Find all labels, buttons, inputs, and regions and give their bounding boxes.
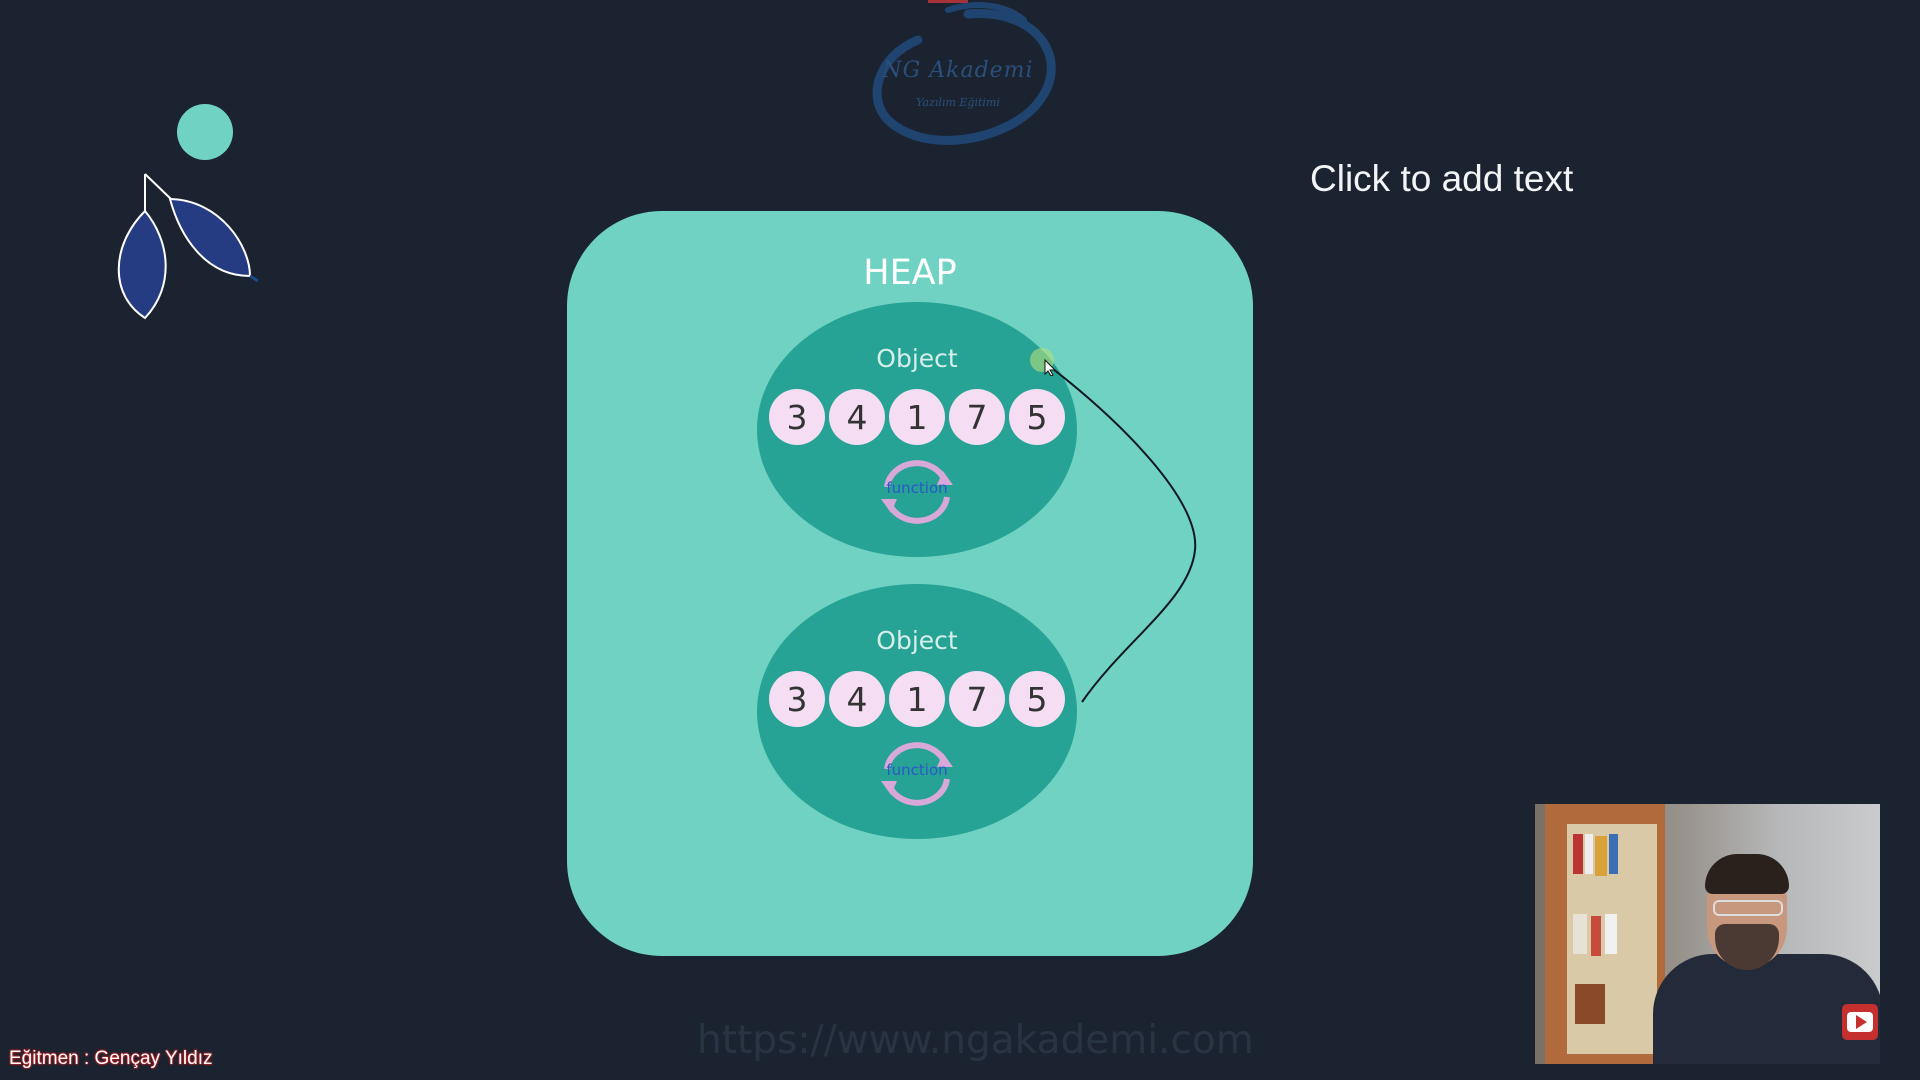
click-to-add-text-placeholder[interactable]: Click to add text: [1310, 158, 1574, 199]
heap-object-2: Object 3 4 1 7 5 function: [757, 584, 1077, 839]
value-chip: 5: [1009, 389, 1065, 445]
value-chip: 4: [829, 671, 885, 727]
accent-circle-icon: [177, 104, 233, 160]
heap-box: HEAP Object 3 4 1 7 5 function Ob: [567, 211, 1253, 956]
webcam-overlay: [1535, 804, 1880, 1064]
website-watermark: https://www.ngakademi.com: [697, 1018, 1254, 1063]
youtube-play-icon[interactable]: [1842, 1004, 1878, 1040]
value-chip: 1: [889, 389, 945, 445]
function-label: function: [886, 479, 948, 497]
cycle-arrows-icon: [881, 742, 953, 806]
object-label: Object: [876, 344, 958, 373]
value-chip: 3: [769, 389, 825, 445]
value-chip: 3: [769, 671, 825, 727]
object-values: 3 4 1 7 5: [767, 389, 1067, 445]
ngakademi-logo: NG Akademi Yazılım Eğitimi: [848, 0, 1068, 160]
value-chip: 4: [829, 389, 885, 445]
value-chip: 5: [1009, 671, 1065, 727]
logo-subtitle: Yazılım Eğitimi: [916, 96, 1000, 109]
decorative-leaves: [110, 96, 270, 336]
cycle-arrows-icon: [881, 460, 953, 524]
logo-swoosh-icon: [872, 2, 1056, 145]
object-values: 3 4 1 7 5: [767, 671, 1067, 727]
object-label: Object: [876, 626, 958, 655]
function-cycle: function: [873, 457, 961, 527]
bookshelf: [1545, 804, 1665, 1064]
logo-title: NG Akademi: [882, 58, 1034, 83]
value-chip: 1: [889, 671, 945, 727]
leaf-icon: [117, 104, 259, 320]
glasses: [1713, 900, 1783, 916]
value-chip: 7: [949, 671, 1005, 727]
mouse-cursor-icon: [1030, 348, 1057, 376]
heap-object-1: Object 3 4 1 7 5 function: [757, 302, 1077, 557]
function-cycle: function: [873, 739, 961, 809]
heap-title: HEAP: [863, 253, 957, 293]
value-chip: 7: [949, 389, 1005, 445]
reference-connector-line: [1043, 361, 1197, 703]
function-label: function: [886, 761, 948, 779]
instructor-caption: Eğitmen : Gençay Yıldız: [9, 1048, 213, 1069]
top-accent-strip: [928, 0, 968, 3]
